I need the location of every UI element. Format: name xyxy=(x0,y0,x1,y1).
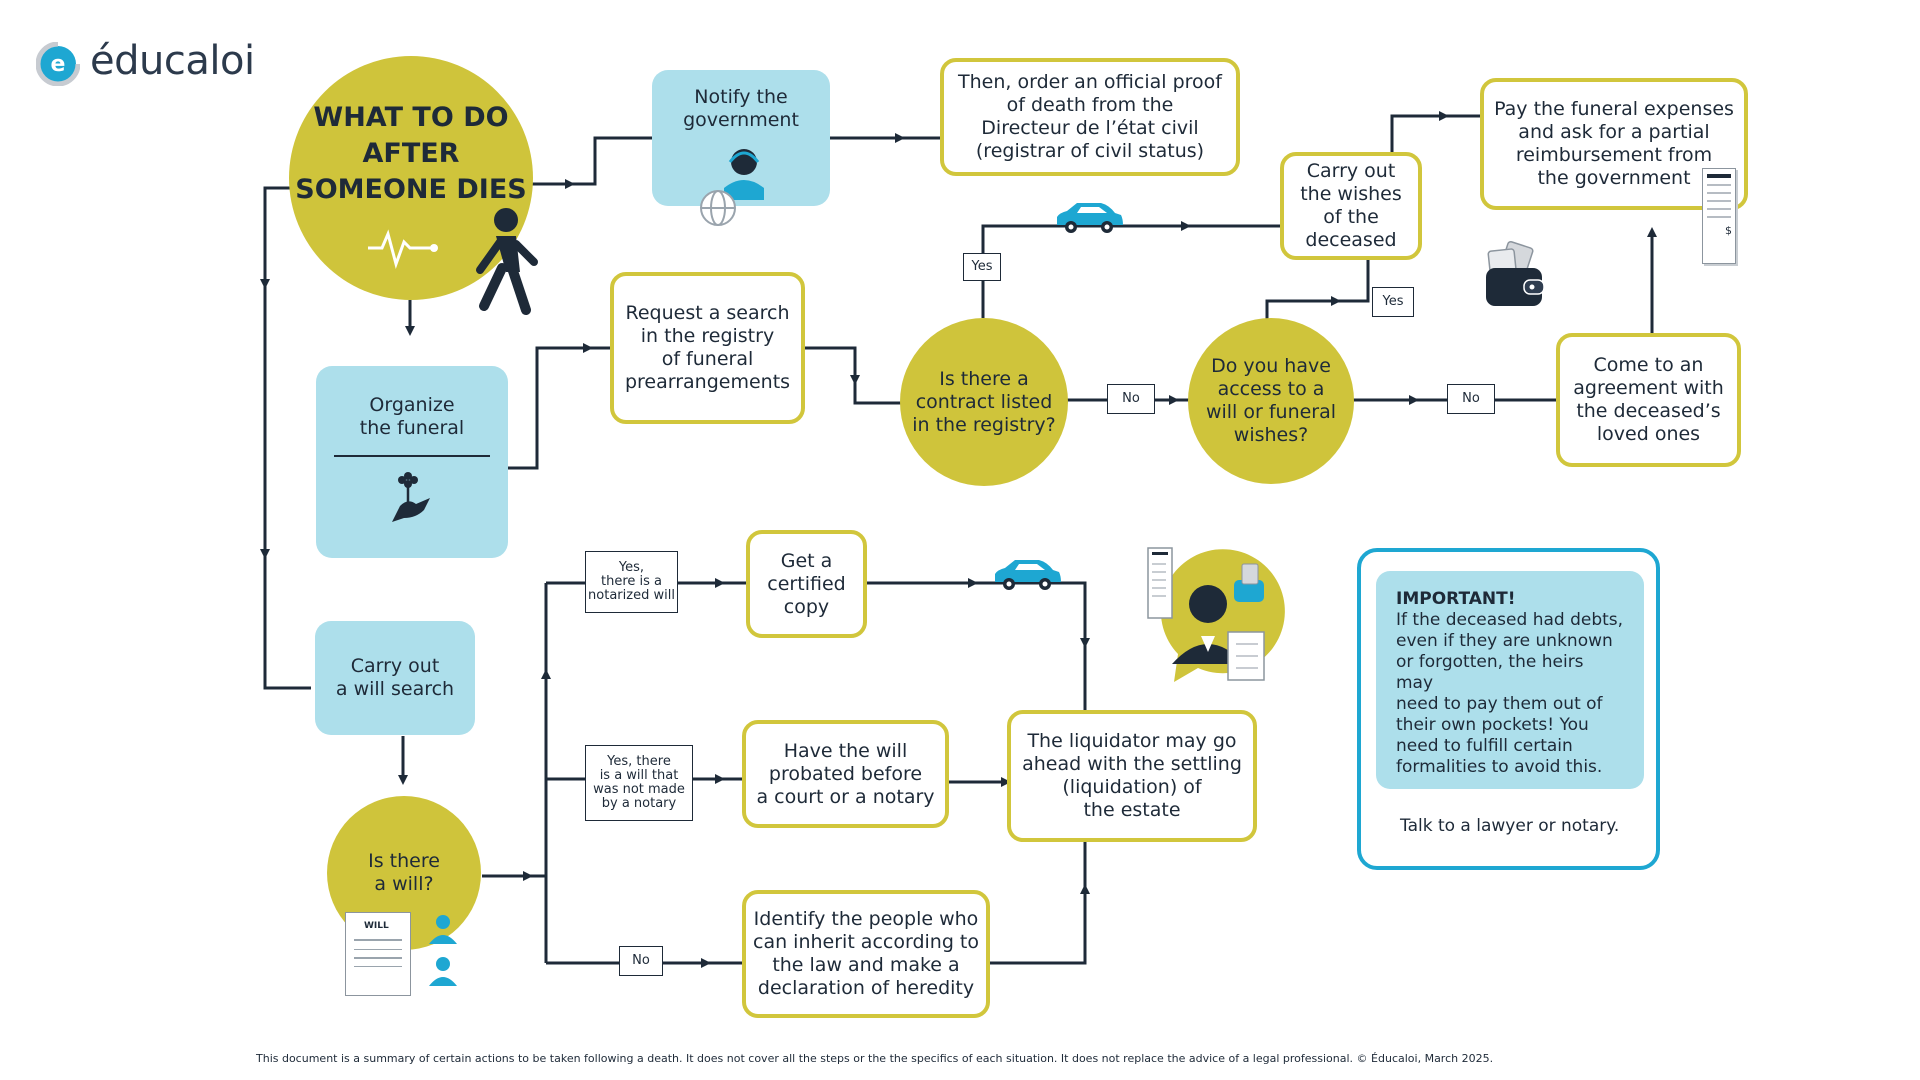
important-panel: IMPORTANT! If the deceased had debts, ev… xyxy=(1357,548,1660,870)
will-search-text: Carry out a will search xyxy=(335,655,455,700)
wallet-icon xyxy=(1486,240,1545,306)
flower-hand-icon xyxy=(392,472,430,522)
organize-funeral-divider xyxy=(334,455,490,457)
agreement-text: Come to an agreement with the deceased’s… xyxy=(1573,354,1724,445)
receipt-icon: $ xyxy=(1702,168,1736,264)
support-agent-icon xyxy=(700,149,764,226)
access-no-label: No xyxy=(1447,384,1495,414)
liquidator-person-icon xyxy=(1147,547,1285,682)
order-proof-text: Then, order an official proof of death f… xyxy=(958,71,1222,162)
certified-copy-box: Get a certified copy xyxy=(746,530,867,638)
yes-notarized-label: Yes, there is a notarized will xyxy=(585,551,678,613)
access-will-text: Do you have access to a will or funeral … xyxy=(1205,355,1337,446)
request-search-box: Request a search in the registry of fune… xyxy=(610,272,805,424)
probate-box: Have the will probated before a court or… xyxy=(742,720,949,828)
people-icon xyxy=(429,915,457,986)
organize-funeral-text: Organize the funeral xyxy=(359,394,465,439)
arrow-organize-to-request xyxy=(508,346,610,470)
contract-yes-label: Yes xyxy=(963,253,1001,281)
footer-disclaimer: This document is a summary of certain ac… xyxy=(256,1052,1494,1065)
carry-out-wishes-text: Carry out the wishes of the deceased xyxy=(1300,160,1402,251)
educaloi-logo-icon: e xyxy=(36,42,80,86)
arrow-heirs-to-liquidator xyxy=(990,842,1087,965)
carry-out-wishes-box: Carry out the wishes of the deceased xyxy=(1280,152,1422,260)
contract-no-label: No xyxy=(1107,384,1155,414)
left-spine-connector xyxy=(263,186,311,690)
order-proof-box: Then, order an official proof of death f… xyxy=(940,58,1240,176)
educaloi-logo[interactable]: e éducaloi xyxy=(36,38,256,90)
car-icon xyxy=(1057,203,1123,233)
heartbeat-icon xyxy=(368,229,438,269)
certified-copy-text: Get a certified copy xyxy=(767,549,846,618)
yes-not-notary-label: Yes, there is a will that was not made b… xyxy=(585,745,693,821)
pay-funeral-text: Pay the funeral expenses and ask for a p… xyxy=(1494,98,1734,189)
important-body: If the deceased had debts, even if they … xyxy=(1396,610,1624,777)
important-advice: Talk to a lawyer or notary. xyxy=(1400,816,1620,836)
page-title: WHAT TO DO AFTER SOMEONE DIES xyxy=(295,102,527,205)
arrow-contract-yes xyxy=(981,224,1280,318)
arrow-access-yes xyxy=(1265,258,1370,322)
contract-listed-text: Is there a contract listed in the regist… xyxy=(912,367,1056,436)
important-title: IMPORTANT! xyxy=(1396,589,1516,609)
pay-funeral-box: Pay the funeral expenses and ask for a p… xyxy=(1480,78,1748,210)
organize-funeral-box: Organize the funeral xyxy=(316,366,508,558)
svg-text:e: e xyxy=(51,52,66,77)
car-icon-2 xyxy=(995,560,1061,590)
no-will-label: No xyxy=(619,946,663,976)
will-search-box: Carry out a will search xyxy=(315,621,475,735)
notify-government-text: Notify the government xyxy=(683,86,799,131)
arrow-copy-to-liquidator xyxy=(867,581,1087,710)
identify-heirs-text: Identify the people who can inherit acco… xyxy=(753,908,979,999)
contract-listed-circle: Is there a contract listed in the regist… xyxy=(900,318,1068,486)
walking-person-icon xyxy=(476,208,538,315)
request-search-text: Request a search in the registry of fune… xyxy=(624,302,791,393)
will-document-icon: WILL xyxy=(345,912,411,996)
brand-name: éducaloi xyxy=(90,38,255,84)
important-inner: IMPORTANT! If the deceased had debts, ev… xyxy=(1376,571,1644,789)
will-document-label: WILL xyxy=(364,921,389,931)
liquidator-box: The liquidator may go ahead with the set… xyxy=(1007,710,1257,842)
identify-heirs-box: Identify the people who can inherit acco… xyxy=(742,890,990,1018)
receipt-dollar-label: $ xyxy=(1725,224,1732,237)
probate-text: Have the will probated before a court or… xyxy=(756,739,935,808)
access-yes-label: Yes xyxy=(1372,287,1414,317)
agreement-box: Come to an agreement with the deceased’s… xyxy=(1556,333,1741,467)
liquidator-text: The liquidator may go ahead with the set… xyxy=(1022,730,1242,821)
arrow-wishes-to-pay xyxy=(1390,114,1484,156)
is-there-will-text: Is there a will? xyxy=(368,850,440,895)
arrow-title-to-notify xyxy=(532,136,652,186)
access-will-circle: Do you have access to a will or funeral … xyxy=(1188,318,1354,484)
